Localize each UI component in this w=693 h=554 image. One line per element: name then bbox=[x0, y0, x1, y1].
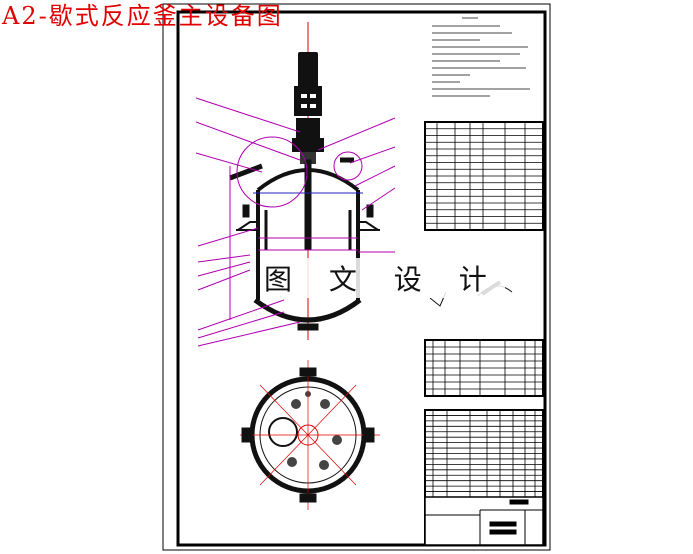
parts-list-and-title-block bbox=[424, 409, 544, 546]
inner-frame bbox=[176, 10, 547, 547]
technical-notes bbox=[432, 17, 530, 97]
leader-lines bbox=[195, 97, 396, 347]
nozzle-table bbox=[424, 339, 544, 397]
watermark: 图 文 设 计 bbox=[260, 258, 505, 298]
drawing-title: A2-歇式反应釜主设备图 bbox=[2, 2, 283, 30]
design-data-table bbox=[424, 121, 544, 231]
reactor-vessel-section bbox=[229, 157, 380, 331]
agitator-drive bbox=[292, 52, 324, 164]
outer-border bbox=[162, 3, 551, 551]
plan-view bbox=[240, 360, 380, 510]
